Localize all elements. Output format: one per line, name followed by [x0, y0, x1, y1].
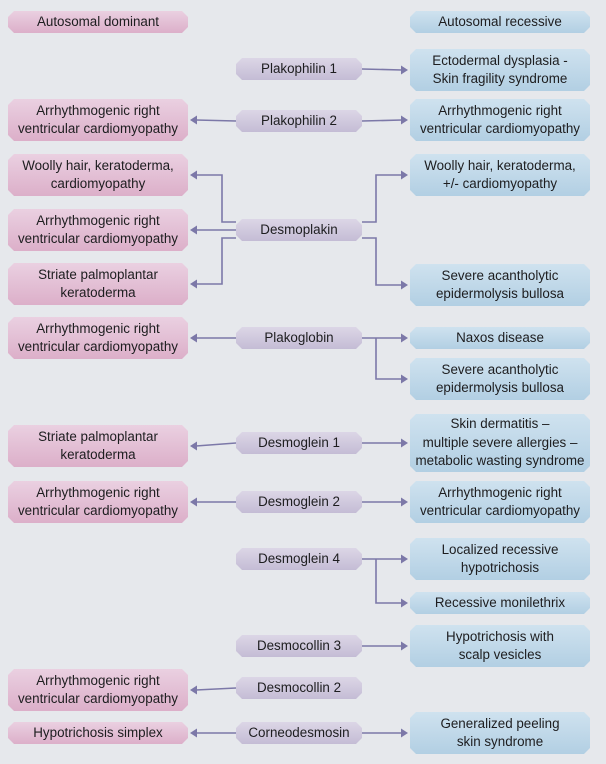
dominant-connector — [195, 687, 237, 691]
gene-box: Desmocollin 2 — [236, 677, 362, 699]
dominant-arrowhead — [190, 170, 197, 180]
header-autosomal-dominant: Autosomal dominant — [8, 11, 188, 33]
dominant-arrowhead — [190, 225, 197, 235]
recessive-phenotype-box: Skin dermatitis – multiple severe allerg… — [410, 414, 590, 472]
recessive-arrowhead — [401, 728, 408, 738]
recessive-phenotype-box: Generalized peeling skin syndrome — [410, 712, 590, 754]
recessive-arrowhead — [401, 374, 408, 384]
dominant-phenotype-box: Arrhythmogenic right ventricular cardiom… — [8, 209, 188, 251]
dominant-arrowhead — [190, 115, 197, 125]
recessive-connector — [361, 119, 403, 122]
dominant-connector — [196, 237, 236, 285]
recessive-arrowhead — [401, 333, 408, 343]
dominant-phenotype-box: Arrhythmogenic right ventricular cardiom… — [8, 317, 188, 359]
recessive-arrowhead — [401, 438, 408, 448]
dominant-arrowhead — [190, 728, 197, 738]
dominant-phenotype-box: Arrhythmogenic right ventricular cardiom… — [8, 99, 188, 141]
recessive-phenotype-box: Localized recessive hypotrichosis — [410, 538, 590, 580]
recessive-connector — [375, 338, 402, 380]
recessive-arrowhead — [401, 115, 408, 125]
gene-box: Desmoglein 4 — [236, 548, 362, 570]
recessive-arrowhead — [401, 65, 408, 75]
recessive-arrowhead — [401, 170, 408, 180]
dominant-arrowhead — [190, 497, 197, 507]
recessive-arrowhead — [401, 641, 408, 651]
gene-box: Plakoglobin — [236, 327, 362, 349]
recessive-connector — [361, 68, 403, 71]
dominant-phenotype-box: Arrhythmogenic right ventricular cardiom… — [8, 669, 188, 711]
recessive-arrowhead — [401, 554, 408, 564]
gene-box: Desmoglein 1 — [236, 432, 362, 454]
recessive-connector — [375, 559, 402, 604]
gene-box: Desmoplakin — [236, 219, 362, 241]
dominant-phenotype-box: Hypotrichosis simplex — [8, 722, 188, 744]
gene-box: Plakophilin 2 — [236, 110, 362, 132]
recessive-phenotype-box: Woolly hair, keratoderma, +/- cardiomyop… — [410, 154, 590, 196]
dominant-connector — [195, 442, 237, 447]
recessive-phenotype-box: Arrhythmogenic right ventricular cardiom… — [410, 99, 590, 141]
recessive-phenotype-box: Ectodermal dysplasia - Skin fragility sy… — [410, 49, 590, 91]
recessive-arrowhead — [401, 598, 408, 608]
dominant-connector — [195, 119, 237, 122]
gene-box: Plakophilin 1 — [236, 58, 362, 80]
dominant-arrowhead — [190, 279, 197, 289]
gene-box: Corneodesmosin — [236, 722, 362, 744]
header-autosomal-recessive: Autosomal recessive — [410, 11, 590, 33]
dominant-arrowhead — [190, 333, 197, 343]
dominant-arrowhead — [190, 685, 197, 695]
recessive-phenotype-box: Naxos disease — [410, 327, 590, 349]
dominant-phenotype-box: Woolly hair, keratoderma, cardiomyopathy — [8, 154, 188, 196]
recessive-connector — [362, 174, 402, 223]
recessive-phenotype-box: Severe acantholytic epidermolysis bullos… — [410, 358, 590, 400]
recessive-phenotype-box: Arrhythmogenic right ventricular cardiom… — [410, 481, 590, 523]
recessive-phenotype-box: Recessive monilethrix — [410, 592, 590, 614]
gene-box: Desmocollin 3 — [236, 635, 362, 657]
dominant-phenotype-box: Arrhythmogenic right ventricular cardiom… — [8, 481, 188, 523]
recessive-phenotype-box: Severe acantholytic epidermolysis bullos… — [410, 264, 590, 306]
dominant-phenotype-box: Striate palmoplantar keratoderma — [8, 263, 188, 305]
dominant-phenotype-box: Striate palmoplantar keratoderma — [8, 425, 188, 467]
recessive-phenotype-box: Hypotrichosis with scalp vesicles — [410, 625, 590, 667]
recessive-connector — [362, 237, 402, 286]
recessive-arrowhead — [401, 497, 408, 507]
dominant-connector — [196, 174, 236, 223]
gene-box: Desmoglein 2 — [236, 491, 362, 513]
recessive-arrowhead — [401, 280, 408, 290]
dominant-arrowhead — [190, 441, 197, 451]
